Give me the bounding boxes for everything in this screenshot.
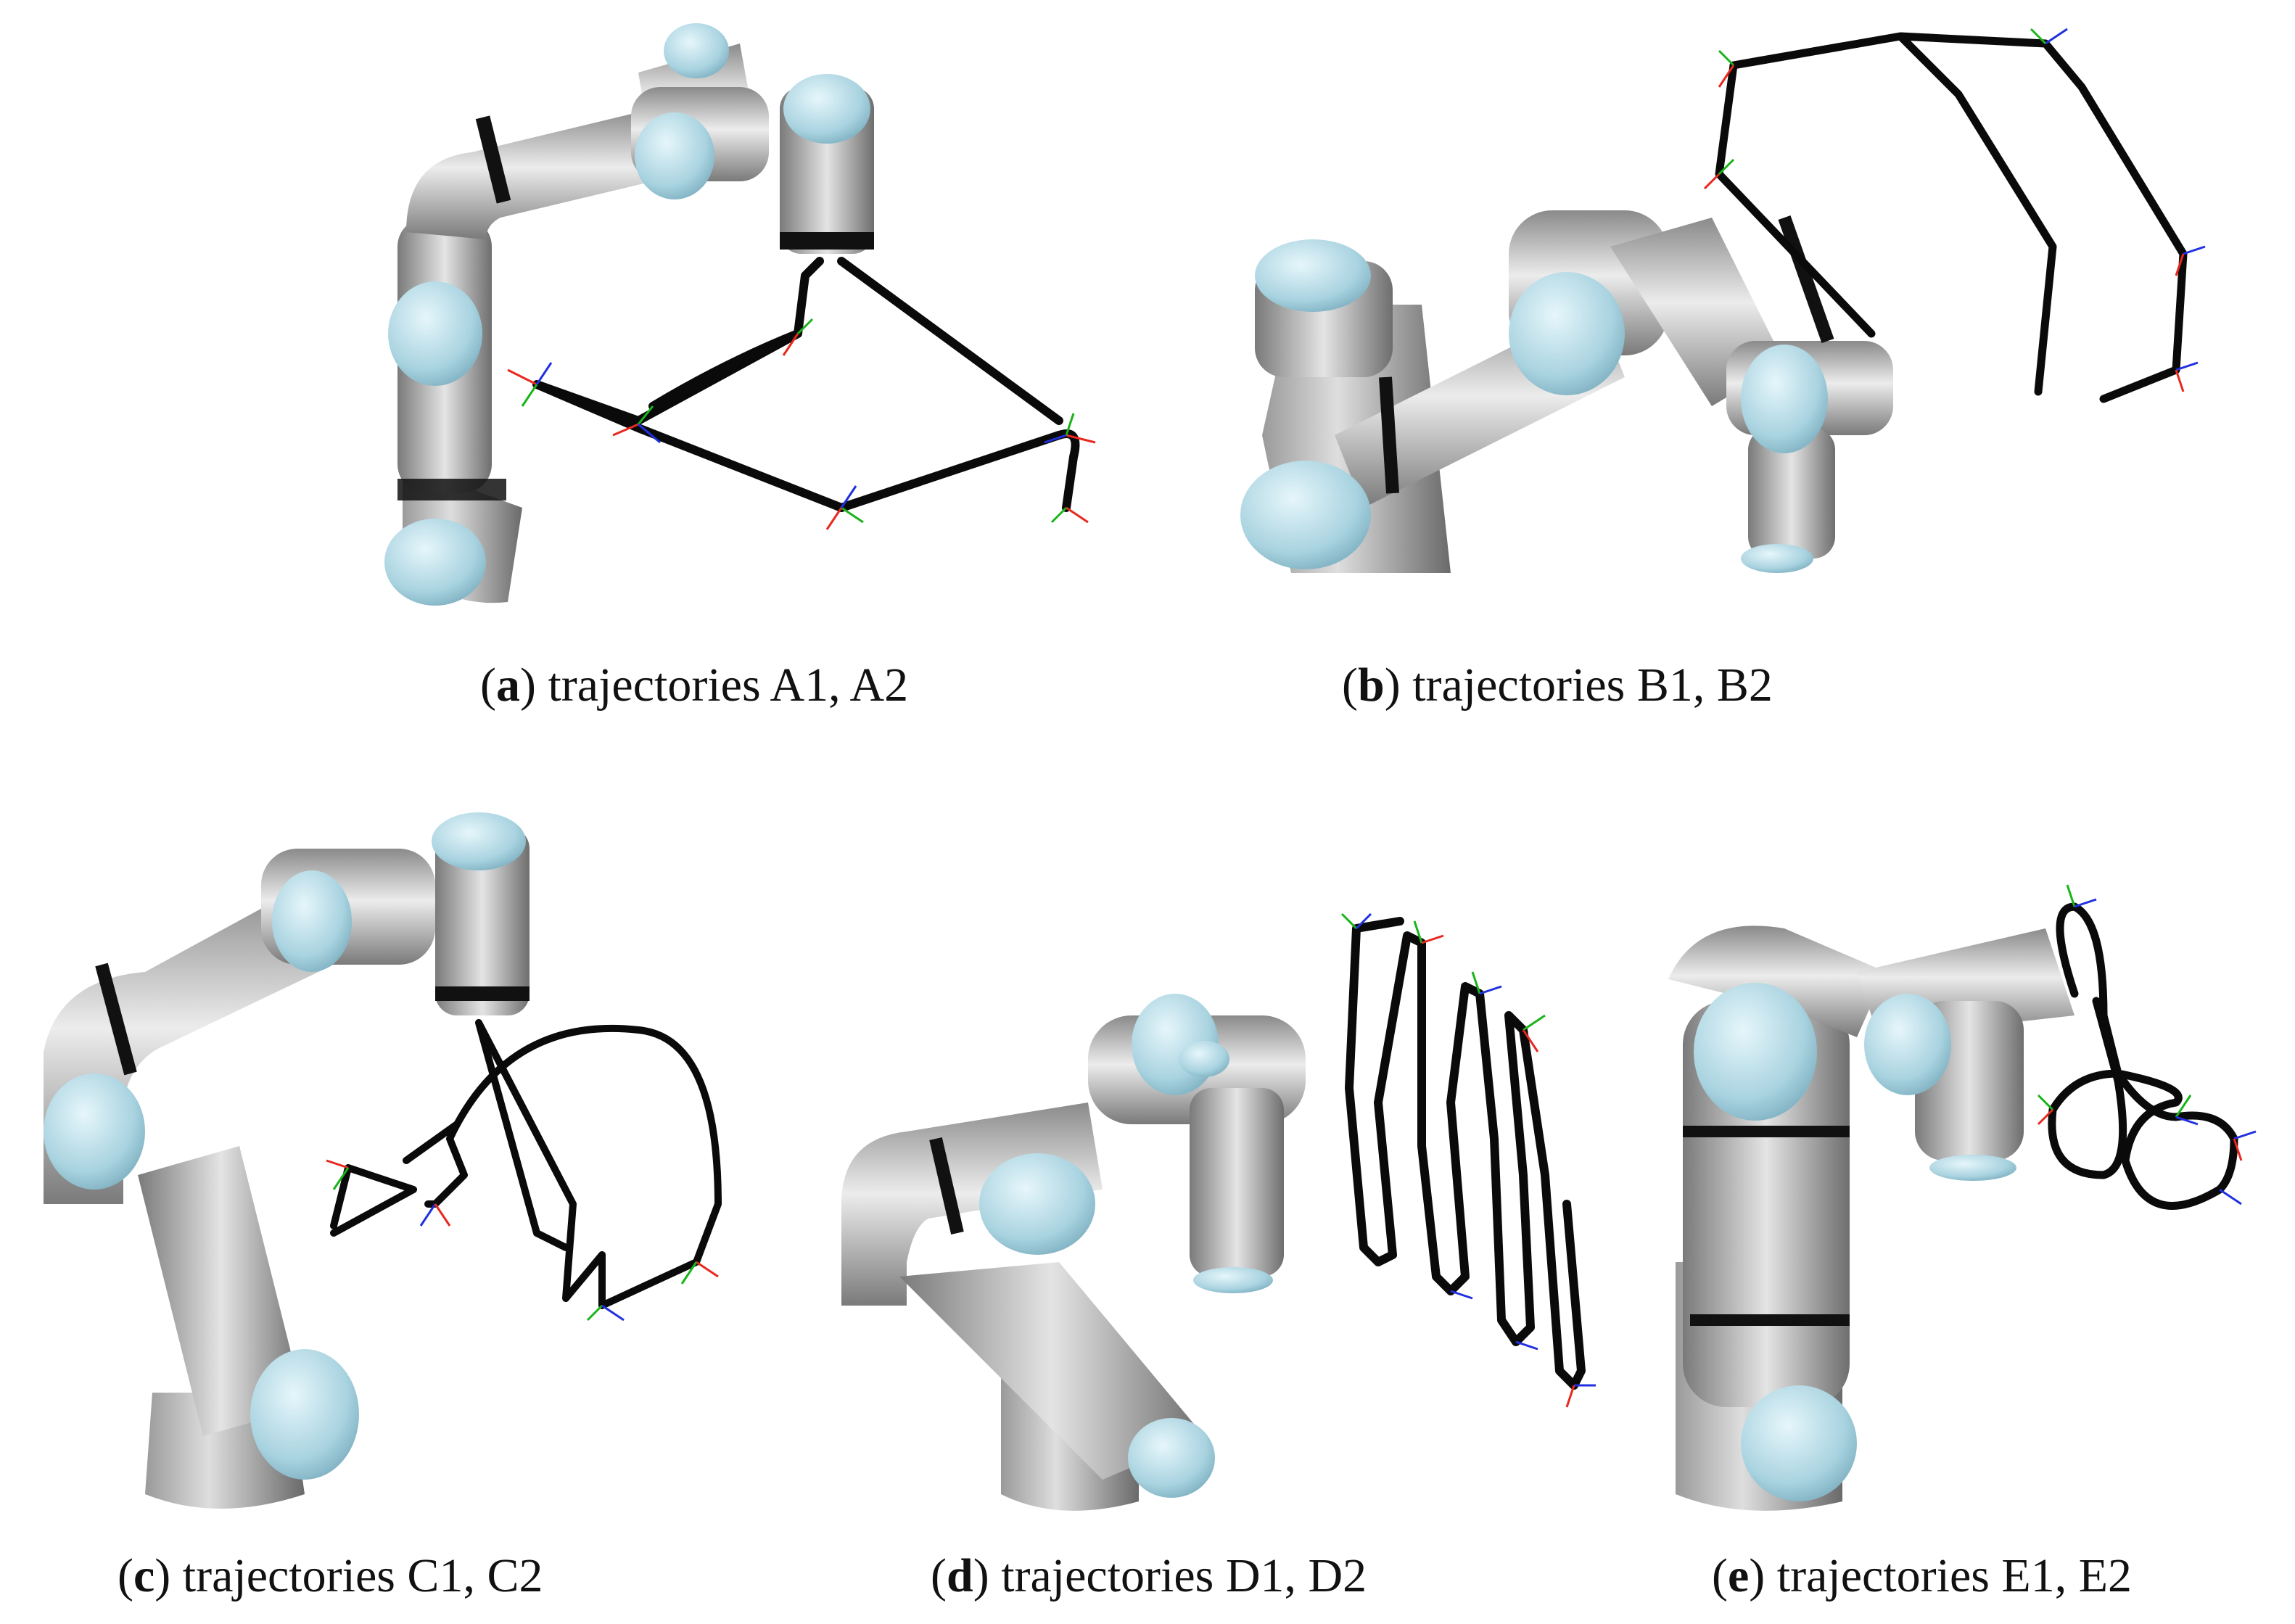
panel-b: (b) trajectories B1, B2 [1146, 0, 2295, 725]
caption-b: (b) trajectories B1, B2 [1342, 659, 1773, 712]
caption-e: (e) trajectories E1, E2 [1712, 1549, 2133, 1602]
trajectory-path [1345, 917, 1586, 1390]
robot-illustration-b [1240, 28, 2206, 573]
panel-e: (e) trajectories E1, E2 [1639, 798, 2295, 1624]
trajectory-path [330, 1019, 722, 1309]
trajectory-path [532, 257, 1080, 512]
panel-a: (a) trajectories A1, A2 [0, 0, 1146, 725]
caption-c: (c) trajectories C1, C2 [118, 1549, 543, 1602]
panel-d: (d) trajectories D1, D2 [798, 798, 1610, 1624]
panel-c: (c) trajectories C1, C2 [0, 798, 769, 1624]
caption-d: (d) trajectories D1, D2 [931, 1549, 1367, 1602]
trajectory-path [2048, 902, 2238, 1210]
joint-cap-icon [388, 281, 482, 386]
robot-illustration-c [44, 812, 722, 1509]
caption-a: (a) trajectories A1, A2 [480, 659, 909, 712]
robot-illustration-e [1668, 884, 2257, 1511]
robot-illustration-d [841, 912, 1596, 1511]
robot-illustration-a [384, 23, 1096, 606]
